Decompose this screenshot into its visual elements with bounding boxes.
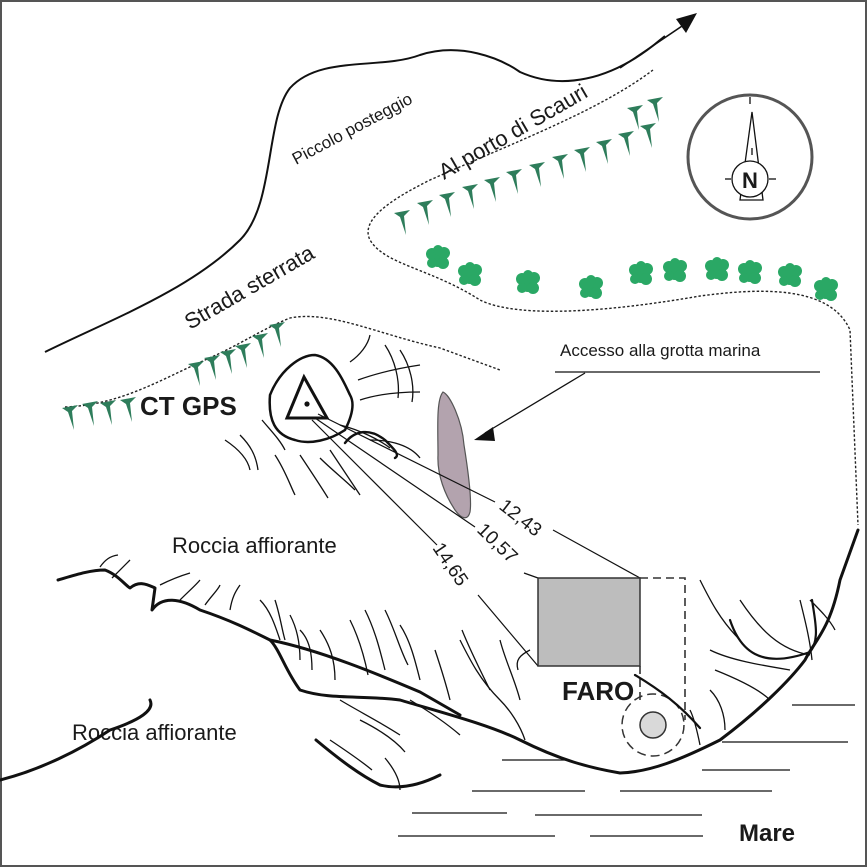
- tree-icon: [252, 333, 268, 358]
- tree-icon: [235, 343, 251, 368]
- north-label: N: [742, 168, 758, 193]
- compass-ring: [686, 93, 814, 221]
- arrow-to-port-icon: [619, 13, 697, 69]
- label-cave-access: Accesso alla grotta marina: [560, 341, 761, 360]
- bush-icon: [458, 262, 482, 286]
- tree-icon: [462, 184, 478, 209]
- tree-row-upper: [394, 97, 663, 235]
- tree-icon: [120, 397, 136, 422]
- road-outer-edge: [44, 35, 666, 353]
- tree-icon: [394, 210, 410, 235]
- coast-lower-bay: [314, 738, 442, 789]
- bush-icon: [426, 245, 450, 269]
- sea-lines: [398, 704, 855, 837]
- lighthouse-outline: [639, 577, 686, 720]
- coast-fold: [633, 673, 702, 730]
- coast-inlet: [728, 598, 817, 660]
- hill-contour: [268, 353, 354, 444]
- lighthouse-building: [537, 577, 641, 667]
- tree-icon: [204, 355, 220, 380]
- bush-icon: [705, 257, 729, 281]
- road-inner-edge-upper: [367, 69, 859, 526]
- coastline: [56, 528, 860, 775]
- tree-icon: [439, 192, 455, 217]
- tree-icon: [269, 322, 285, 347]
- tree-icon: [574, 147, 590, 172]
- gps-triangle-icon: [284, 373, 330, 420]
- tree-icon: [618, 131, 634, 156]
- tree-icon: [627, 105, 643, 130]
- label-sea: Mare: [739, 820, 795, 847]
- bush-icon: [516, 270, 540, 294]
- bush-icon: [814, 277, 838, 301]
- tree-icon: [417, 200, 433, 225]
- distance-lines: [311, 413, 641, 667]
- bush-icon: [738, 260, 762, 284]
- rock-hachures: [99, 554, 836, 791]
- tree-icon: [596, 139, 612, 164]
- label-lighthouse: FARO: [562, 676, 634, 706]
- bush-icon: [663, 258, 687, 282]
- tree-icon: [220, 349, 236, 374]
- bush-icon: [579, 275, 603, 299]
- arrow-icon: [474, 427, 495, 441]
- tree-icon: [529, 162, 545, 187]
- tree-icon: [640, 123, 656, 148]
- label-gps-point: CT GPS: [140, 391, 237, 421]
- bush-icon: [778, 263, 802, 287]
- compass: N: [686, 93, 814, 221]
- north-arrow-icon: N: [725, 97, 776, 201]
- bush-icon: [629, 261, 653, 285]
- bush-row: [426, 245, 838, 301]
- tree-icon: [552, 154, 568, 179]
- cave-access-leader: [484, 372, 586, 434]
- tree-icon: [647, 97, 663, 122]
- tree-icon: [506, 169, 522, 194]
- lighthouse-tower-icon: [621, 693, 685, 757]
- coastline-inner: [268, 638, 462, 717]
- hill-hachures: [224, 334, 421, 499]
- tree-icon: [484, 177, 500, 202]
- tree-icon: [100, 400, 116, 425]
- hill-fold-line: [343, 430, 399, 460]
- tree-icon: [82, 401, 98, 426]
- tree-icon: [188, 361, 204, 386]
- tree-row-lower: [62, 322, 285, 430]
- label-rock-upper: Roccia affiorante: [172, 533, 337, 558]
- label-rock-lower: Roccia affiorante: [72, 720, 237, 745]
- coast-lower-left: [0, 698, 153, 782]
- tree-icon: [62, 405, 78, 430]
